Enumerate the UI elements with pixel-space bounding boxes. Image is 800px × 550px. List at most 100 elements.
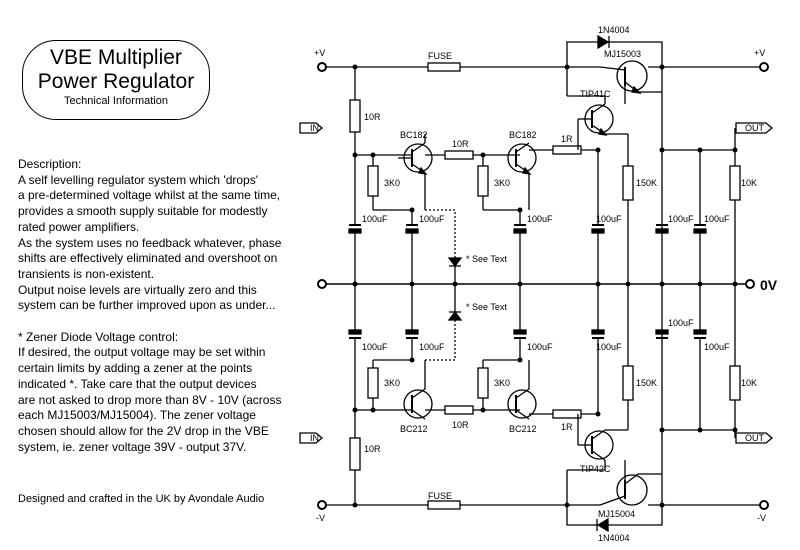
bottom-bias2-label: 3K0 — [494, 378, 510, 388]
description-heading: Description: — [18, 157, 82, 171]
neg-out-terminal — [759, 500, 769, 510]
description: Description: A self levelling regulator … — [18, 157, 308, 455]
description-line: * Zener Diode Voltage control: — [18, 329, 179, 344]
bottom-bias1-label: 3K0 — [384, 378, 400, 388]
top-zener-symbol — [447, 257, 463, 268]
bottom-diode-symbol — [596, 517, 609, 533]
bottom-r-base-label: 1R — [561, 422, 573, 432]
top-output-label: MJ15003 — [604, 49, 641, 59]
bottom-fuse-label: FUSE — [428, 491, 452, 501]
in-bottom-port — [299, 432, 324, 444]
positive-rail — [326, 62, 760, 72]
top-r-link-label: 10R — [452, 139, 469, 149]
description-line: chosen should allow for the 2V drop in t… — [18, 423, 269, 438]
bottom-cap-4: 100uF — [596, 342, 622, 352]
top-cap-1: 100uF — [362, 214, 388, 224]
top-bias1-label: 3K0 — [384, 178, 400, 188]
bottom-cap-6: 100uF — [704, 342, 730, 352]
bottom-cap-2: 100uF — [419, 342, 445, 352]
top-q2-label: BC182 — [509, 130, 537, 140]
bottom-q2-label: BC212 — [509, 424, 537, 434]
description-line: certain limits by adding a zener at the … — [18, 361, 253, 376]
zero-terminal-left — [317, 279, 327, 289]
bottom-r-link-label: 10R — [452, 420, 469, 430]
bottom-10k-symbol — [729, 365, 741, 401]
top-150k-symbol — [622, 165, 634, 201]
pos-out-terminal — [759, 62, 769, 72]
top-q1-label: BC182 — [400, 130, 428, 140]
top-150k-label: 150K — [636, 178, 657, 188]
pos-in-terminal — [317, 62, 327, 72]
zero-terminal-right — [745, 279, 755, 289]
top-r-base-symbol — [552, 145, 582, 155]
top-cap-6: 100uF — [704, 214, 730, 224]
bottom-driver-label: TIP42C — [580, 464, 611, 474]
top-10k-symbol — [729, 165, 741, 201]
bottom-150k-symbol — [622, 365, 634, 401]
top-cap-4: 100uF — [596, 214, 622, 224]
description-line: system can be further improved upon as u… — [18, 298, 276, 313]
title-line-2: Power Regulator — [37, 70, 195, 93]
out-top-label: OUT — [745, 123, 765, 133]
description-line: provides a smooth supply suitable for mo… — [18, 204, 268, 219]
top-r-link-symbol — [444, 150, 474, 160]
in-top-label: IN — [310, 123, 319, 133]
top-diode-symbol — [597, 34, 610, 50]
top-cap-2: 100uF — [419, 214, 445, 224]
out-bottom-label: OUT — [745, 433, 765, 443]
top-driver-label: TIP41C — [580, 89, 611, 99]
description-line: If desired, the output voltage may be se… — [18, 345, 266, 360]
negative-rail — [326, 500, 760, 510]
top-cap-3: 100uF — [527, 214, 553, 224]
neg-out-label: -V — [757, 513, 766, 523]
bottom-cap-1: 100uF — [362, 342, 388, 352]
bottom-r-in-symbol — [349, 437, 361, 471]
description-line: are not asked to drop more than 8V - 10V… — [18, 392, 282, 407]
bottom-cap-3: 100uF — [527, 342, 553, 352]
out-top-port — [735, 122, 774, 134]
neg-in-terminal — [317, 500, 327, 510]
bottom-output-symbol — [616, 474, 648, 506]
subtitle: Technical Information — [64, 95, 168, 107]
bottom-zener-note: * See Text — [466, 302, 507, 312]
description-line: Output noise levels are virtually zero a… — [18, 282, 257, 297]
bottom-diode-label: 1N4004 — [598, 533, 630, 543]
description-line: a pre-determined voltage whilst at the s… — [18, 188, 281, 203]
zero-volt-rail — [317, 279, 755, 289]
description-body: A self levelling regulator system which … — [18, 173, 308, 456]
description-line: shifts are effectively eliminated and ov… — [18, 251, 278, 266]
bottom-fuse-symbol — [427, 500, 461, 510]
top-fuse-symbol — [427, 62, 461, 72]
top-section — [348, 34, 741, 505]
description-line: As the system uses no feedback whatever,… — [18, 235, 282, 250]
top-q2-symbol — [507, 143, 537, 173]
ports — [299, 122, 774, 444]
top-bias1-symbol — [367, 165, 379, 197]
bottom-r-base-symbol — [552, 409, 582, 419]
top-fuse-label: FUSE — [428, 51, 452, 61]
top-r-base-label: 1R — [561, 134, 573, 144]
description-line: system, ie. zener voltage 39V - output 3… — [18, 439, 247, 454]
out-bottom-port — [735, 432, 774, 444]
top-zener-note: * See Text — [466, 254, 507, 264]
pos-in-label: +V — [314, 48, 325, 58]
title-line-1: VBE Multiplier — [50, 46, 182, 69]
description-line: indicated *. Take care that the output d… — [18, 376, 257, 391]
bottom-q1-label: BC212 — [400, 424, 428, 434]
credit-line: Designed and crafted in the UK by Avonda… — [18, 493, 265, 505]
top-output-symbol — [616, 60, 648, 92]
bottom-150k-label: 150K — [636, 378, 657, 388]
bottom-r-in-label: 10R — [364, 444, 381, 454]
bottom-output-label: MJ15004 — [598, 509, 635, 519]
description-line: A self levelling regulator system which … — [18, 172, 259, 187]
bottom-cap-5: 100uF — [668, 318, 694, 328]
description-line: transients is non-existent. — [18, 266, 155, 281]
zero-label: 0V — [760, 277, 778, 293]
top-r-in-symbol — [349, 99, 361, 133]
top-r-in-label: 10R — [364, 112, 381, 122]
description-line: rated power amplifiers. — [18, 219, 140, 234]
bottom-10k-label: 10K — [741, 378, 757, 388]
title-box: VBE Multiplier Power Regulator Technical… — [22, 40, 210, 120]
bottom-r-link-symbol — [444, 405, 474, 415]
